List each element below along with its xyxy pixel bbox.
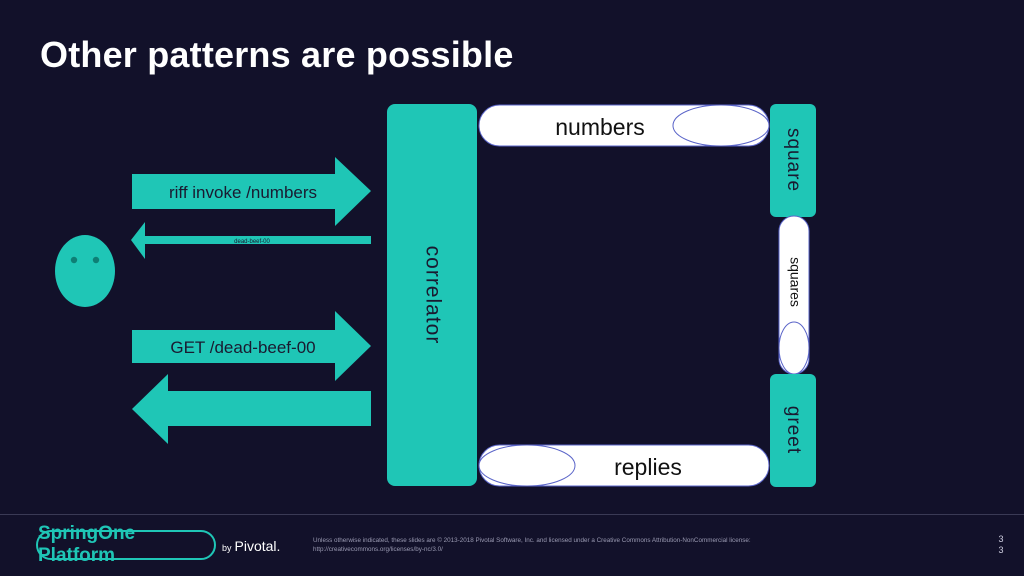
topic-replies: [478, 444, 770, 487]
correlator-box: [387, 104, 477, 486]
license-line-1: Unless otherwise indicated, these slides…: [313, 537, 751, 544]
page-number-line-2: 3: [998, 545, 1004, 555]
topic-numbers: [478, 104, 770, 147]
reply-arrow-label: dead-beef-00: [234, 239, 270, 245]
topic-squares-label: squares: [787, 257, 803, 307]
pivotal-name: Pivotal.: [234, 538, 281, 554]
by-label: by: [222, 543, 232, 553]
get-arrow: [132, 311, 371, 381]
correlator-label: correlator: [421, 246, 444, 345]
springone-platform-logo: SpringOne Platform: [36, 523, 216, 566]
topic-replies-label: replies: [614, 454, 682, 480]
invoke-arrow: [132, 157, 371, 226]
license-text: Unless otherwise indicated, these slides…: [313, 536, 773, 554]
get-arrow-label: GET /dead-beef-00: [170, 338, 315, 357]
function-greet-label: greet: [783, 406, 804, 454]
invoke-arrow-label: riff invoke /numbers: [169, 183, 317, 202]
response-arrow: [132, 374, 371, 444]
page-number: 3 3: [994, 534, 1008, 556]
reply-arrow: [131, 222, 371, 259]
footer-divider: [0, 514, 1024, 515]
license-line-2: http://creativecommons.org/licenses/by-n…: [313, 546, 443, 553]
user-face-icon: [55, 235, 115, 307]
slide-title: Other patterns are possible: [40, 34, 514, 75]
function-square-box: [770, 104, 816, 217]
topic-numbers-label: numbers: [555, 114, 644, 140]
function-greet-box: [770, 374, 816, 487]
function-square-label: square: [783, 128, 804, 192]
page-number-line-1: 3: [998, 534, 1004, 544]
